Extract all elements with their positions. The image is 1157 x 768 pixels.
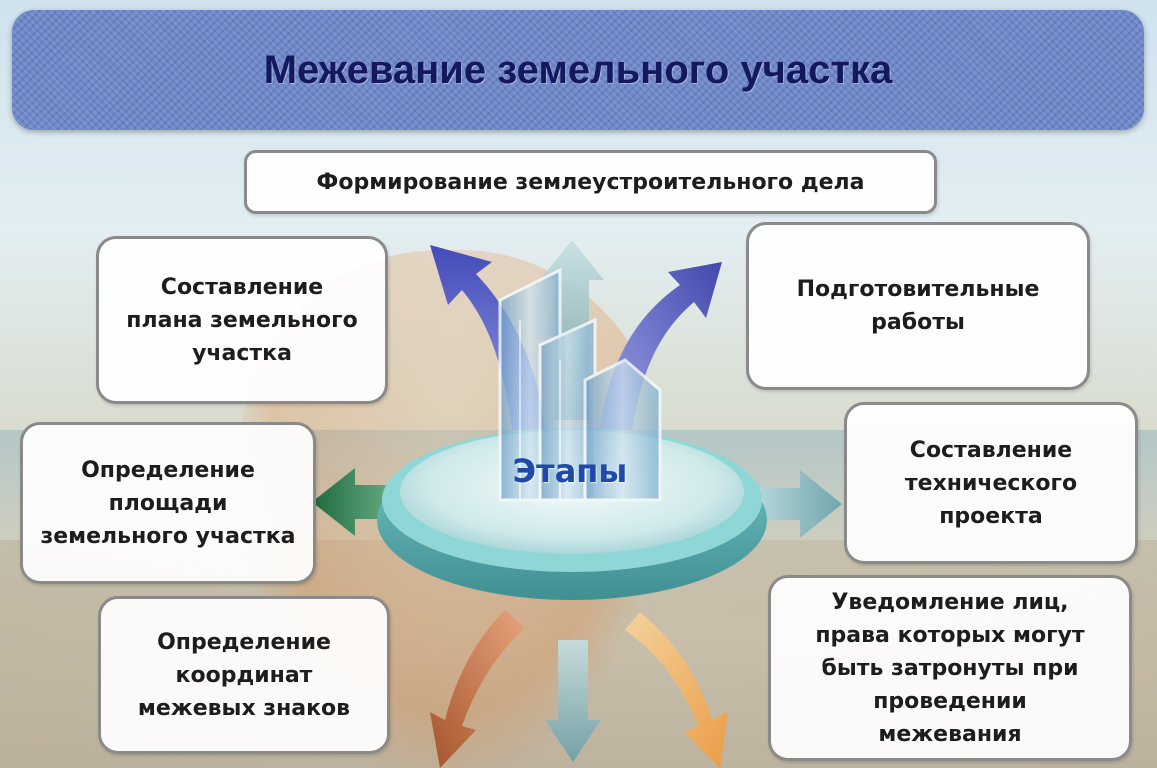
stage-label: Составление технического проекта [904,437,1078,529]
arrow-to-bottom [545,640,601,762]
stage-label: Уведомление лиц, права которых могут быт… [815,589,1085,747]
stage-box-notification: Уведомление лиц, права которых могут быт… [768,575,1132,761]
stage-label: Формирование землеустроительного дела [316,169,865,195]
stage-box-area-determination: Определение площади земельного участка [20,422,316,584]
stage-label: Определение координат межевых знаков [137,629,351,721]
stage-box-technical-project: Составление технического проекта [844,402,1138,564]
stage-box-land-plan: Составление плана земельного участка [96,236,388,404]
buildings-icon [498,267,662,502]
stage-label: Подготовительные работы [796,277,1040,335]
center-label: Этапы [512,452,628,490]
stage-label: Определение площади земельного участка [40,457,296,549]
stage-box-boundary-coordinates: Определение координат межевых знаков [98,596,390,754]
arrow-to-bottom-left [430,610,525,768]
stage-box-case-file: Формирование землеустроительного дела [244,150,937,214]
stage-label: Составление плана земельного участка [126,274,358,366]
arrow-to-mid-right [740,470,842,538]
page-title: Межевание земельного участка [263,47,893,92]
stage-box-preparatory-work: Подготовительные работы [746,222,1090,390]
arrow-to-bottom-right [625,612,728,768]
title-banner: Межевание земельного участка [12,10,1144,130]
